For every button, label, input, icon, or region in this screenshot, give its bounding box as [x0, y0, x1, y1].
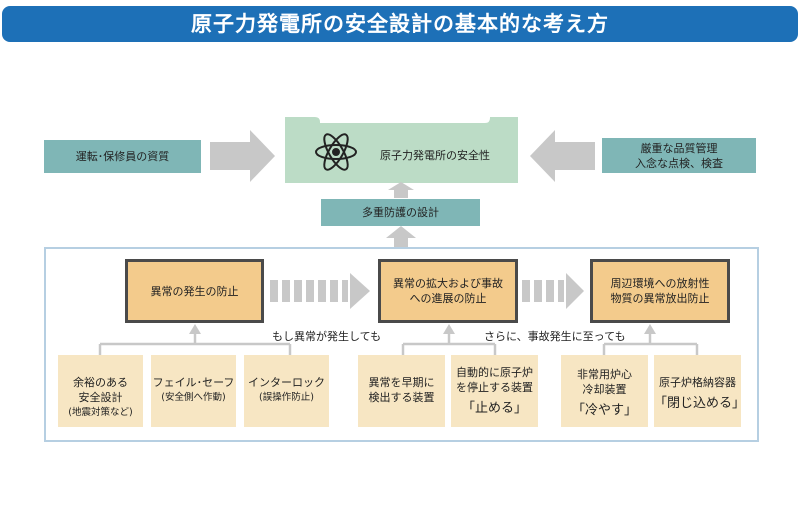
measure-note: (安全側へ作動)	[161, 392, 226, 403]
right-arrow	[530, 130, 595, 182]
defense-panel	[44, 247, 759, 442]
safety-box-label: 原子力発電所の安全性	[380, 149, 490, 162]
measure-box-containment: 原子炉格納容器 「閉じ込める」	[654, 355, 746, 427]
defense-in-depth-label: 多重防護の設計	[362, 206, 439, 219]
quality-control-box: 厳重な品質管理 入念な点検、検査	[602, 138, 756, 173]
measure-label: フェイル･セーフ	[152, 376, 235, 389]
connector-arrow-1	[189, 324, 201, 334]
measure-box-margin-design: 余裕のある 安全設計 (地震対策など)	[58, 355, 143, 427]
measure-box-interlock: インターロック (誤操作防止)	[244, 355, 329, 427]
connector-group-3	[602, 334, 699, 355]
measure-label: 安全設計	[78, 391, 123, 404]
measure-note: (地震対策など)	[68, 407, 133, 418]
measure-box-eccs: 非常用炉心 冷却装置 「冷やす」	[561, 355, 648, 427]
measure-label: インターロック	[248, 376, 325, 389]
connector-group-2	[401, 334, 497, 355]
dashed-arrow-2	[522, 273, 584, 309]
measure-keyword: 「冷やす」	[571, 403, 637, 418]
measure-box-early-detection: 異常を早期に 検出する装置	[358, 355, 445, 427]
measure-box-auto-shutdown: 自動的に原子炉 を停止する装置 「止める」	[451, 355, 538, 427]
measure-label: 原子炉格納容器	[659, 376, 736, 389]
atom-icon	[315, 133, 357, 171]
left-arrow	[210, 130, 275, 182]
stage-label: への進展の防止	[409, 292, 487, 305]
measure-label: 異常を早期に	[368, 376, 435, 389]
measure-label: 余裕のある	[73, 376, 128, 389]
connector-arrow-3	[644, 324, 656, 334]
measure-keyword: 「止める」	[461, 401, 527, 416]
connector-group-1	[98, 334, 292, 355]
quality-control-line1: 厳重な品質管理	[640, 141, 718, 155]
stage-label: 異常の発生の防止	[150, 284, 239, 298]
connector-arrow-2	[443, 324, 455, 334]
measure-box-fail-safe: フェイル･セーフ (安全側へ作動)	[151, 355, 236, 427]
note-if-abnormal: もし異常が発生しても	[272, 330, 382, 343]
note-if-accident: さらに、事故発生に至っても	[484, 330, 626, 343]
defense-in-depth-box: 多重防護の設計	[321, 199, 480, 226]
stage-label: 異常の拡大および事故	[393, 277, 503, 290]
dashed-arrow-1	[270, 273, 370, 309]
measure-note: (誤操作防止)	[259, 392, 314, 403]
stage-box-mitigation: 異常の拡大および事故 への進展の防止	[378, 259, 518, 323]
page-title: 原子力発電所の安全設計の基本的な考え方	[2, 6, 798, 42]
measure-label: を停止する装置	[456, 381, 533, 394]
stage-label: 物質の異常放出防止	[610, 292, 710, 305]
measure-keyword: 「閉じ込める」	[654, 396, 746, 411]
measure-label: 検出する装置	[368, 391, 435, 404]
stage-box-release-prevention: 周辺環境への放射性 物質の異常放出防止	[590, 259, 730, 323]
quality-control-line2: 入念な点検、検査	[635, 156, 723, 170]
stage-box-prevention: 異常の発生の防止	[125, 259, 264, 323]
up-arrow-defense	[388, 182, 414, 198]
measure-label: 冷却装置	[582, 383, 627, 396]
stage-label: 周辺環境への放射性	[610, 277, 710, 290]
measure-label: 非常用炉心	[577, 368, 632, 381]
measure-label: 自動的に原子炉	[456, 366, 533, 379]
operator-quality-box: 運転･保修員の資質	[44, 140, 201, 173]
operator-quality-label: 運転･保修員の資質	[75, 150, 170, 163]
up-arrow-panel	[386, 226, 416, 248]
